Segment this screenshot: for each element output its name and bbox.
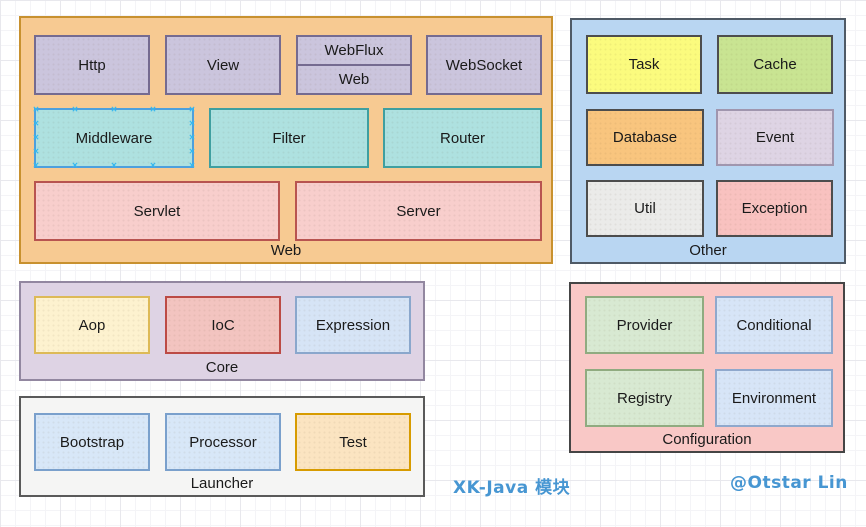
box-util[interactable]: Util bbox=[586, 180, 704, 237]
author-credit-text[interactable]: @Otstar Lin bbox=[730, 473, 848, 493]
box-label: Environment bbox=[731, 389, 817, 407]
box-aop[interactable]: Aop bbox=[34, 296, 150, 354]
box-provider[interactable]: Provider bbox=[585, 296, 704, 354]
box-servlet[interactable]: Servlet bbox=[34, 181, 280, 241]
box-label: Middleware bbox=[75, 129, 153, 147]
connection-point-icon: ✕ bbox=[188, 119, 196, 128]
box-webflux-web-cell-1: Web bbox=[298, 64, 410, 93]
connection-point-icon: ✕ bbox=[32, 119, 40, 128]
connection-point-icon: ✕ bbox=[110, 161, 118, 170]
box-label: Conditional bbox=[736, 316, 812, 334]
connection-point-icon: ✕ bbox=[32, 105, 40, 114]
box-label: Registry bbox=[616, 389, 672, 407]
connection-point-icon: ✕ bbox=[32, 161, 40, 170]
connection-point-icon: ✕ bbox=[71, 161, 79, 170]
box-conditional[interactable]: Conditional bbox=[715, 296, 833, 354]
box-label: Servlet bbox=[133, 202, 181, 220]
box-label: Processor bbox=[189, 433, 257, 451]
box-task[interactable]: Task bbox=[586, 35, 702, 94]
box-label: Bootstrap bbox=[59, 433, 125, 451]
box-label: Database bbox=[612, 129, 678, 146]
box-label: Task bbox=[628, 56, 660, 73]
box-label: Router bbox=[439, 129, 486, 147]
box-label: Filter bbox=[272, 129, 306, 147]
box-event[interactable]: Event bbox=[716, 109, 834, 166]
box-label: Cache bbox=[753, 56, 797, 73]
group-label-launcher: Launcher bbox=[190, 475, 254, 492]
box-label: Event bbox=[755, 129, 795, 146]
box-expression[interactable]: Expression bbox=[295, 296, 411, 354]
box-processor[interactable]: Processor bbox=[165, 413, 281, 471]
box-webflux-web-cell-0: WebFlux bbox=[324, 42, 384, 59]
box-router[interactable]: Router bbox=[383, 108, 542, 168]
group-label-core: Core bbox=[205, 359, 239, 376]
connection-point-icon: ✕ bbox=[32, 133, 40, 142]
connection-point-icon: ✕ bbox=[188, 147, 196, 156]
box-label: Test bbox=[339, 433, 367, 451]
box-label: Provider bbox=[616, 316, 673, 334]
box-database[interactable]: Database bbox=[586, 109, 704, 166]
group-label-other: Other bbox=[689, 242, 727, 259]
connection-point-icon: ✕ bbox=[188, 161, 196, 170]
box-bootstrap[interactable]: Bootstrap bbox=[34, 413, 150, 471]
group-label-web: Web bbox=[270, 242, 302, 259]
connection-point-icon: ✕ bbox=[188, 133, 196, 142]
box-label: IoC bbox=[211, 316, 235, 334]
box-registry[interactable]: Registry bbox=[585, 369, 704, 427]
box-label: View bbox=[206, 56, 240, 74]
box-websocket[interactable]: WebSocket bbox=[426, 35, 542, 95]
box-environment[interactable]: Environment bbox=[715, 369, 833, 427]
diagram-title-text[interactable]: XK-Java 模块 bbox=[453, 478, 571, 498]
connection-point-icon: ✕ bbox=[32, 147, 40, 156]
connection-point-icon: ✕ bbox=[188, 105, 196, 114]
box-server[interactable]: Server bbox=[295, 181, 542, 241]
box-exception[interactable]: Exception bbox=[716, 180, 833, 237]
box-label: WebSocket bbox=[445, 56, 523, 74]
connection-point-icon: ✕ bbox=[149, 161, 157, 170]
box-http[interactable]: Http bbox=[34, 35, 150, 95]
box-label: Expression bbox=[315, 316, 391, 334]
connection-point-icon: ✕ bbox=[71, 105, 79, 114]
box-label: Http bbox=[78, 56, 106, 74]
box-test[interactable]: Test bbox=[295, 413, 411, 471]
box-cache[interactable]: Cache bbox=[717, 35, 833, 94]
connection-point-icon: ✕ bbox=[149, 105, 157, 114]
box-label: Server bbox=[396, 202, 441, 220]
box-view[interactable]: View bbox=[165, 35, 281, 95]
group-label-configuration: Configuration bbox=[662, 431, 752, 448]
box-filter[interactable]: Filter bbox=[209, 108, 369, 168]
box-middleware[interactable]: Middleware ✕ ✕ ✕ ✕ ✕ ✕ ✕ ✕ ✕ ✕ ✕ ✕ ✕ ✕ ✕ ✕ bbox=[32, 105, 196, 170]
box-ioc[interactable]: IoC bbox=[165, 296, 281, 354]
box-label: Aop bbox=[78, 316, 106, 334]
box-label: Exception bbox=[741, 200, 808, 217]
box-label: Util bbox=[634, 200, 656, 217]
connection-point-icon: ✕ bbox=[110, 105, 118, 114]
